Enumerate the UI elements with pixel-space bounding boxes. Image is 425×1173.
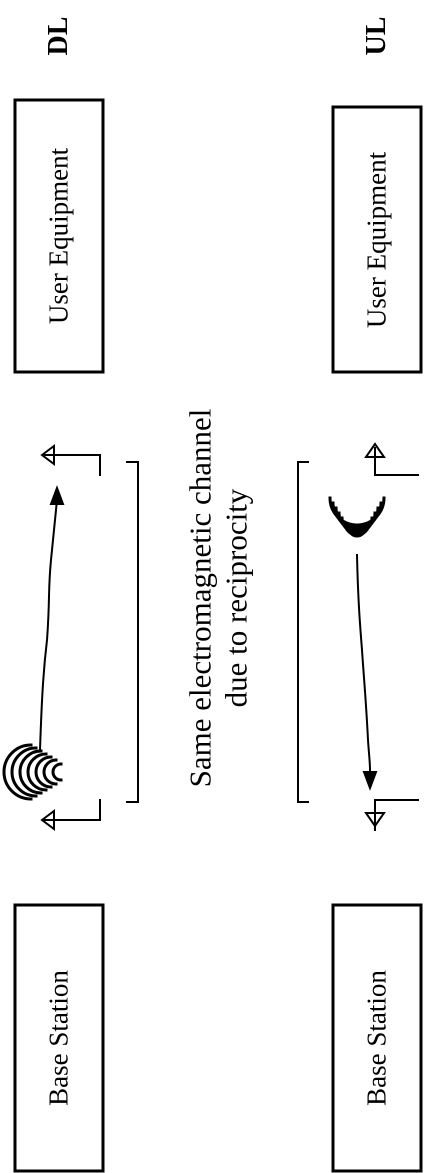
dl-channel-bracket [126,461,139,803]
ul-signal-path [355,553,372,772]
dl-signal-path [38,498,59,752]
ul-direction-label: UL [360,16,392,56]
ul-user-equipment-label: User Equipment [361,151,392,329]
dl-ue-antenna-icon [40,444,101,476]
ul-ue-antenna-icon [364,442,419,476]
ul-base-station-box [331,903,423,1173]
reciprocity-note-line2: due to reciprocity [218,488,253,708]
ul-base-station-label: Base Station [361,970,392,1106]
dl-user-equipment-label: User Equipment [43,147,74,325]
reciprocity-note: Same electromagnetic channel due to reci… [182,409,253,788]
dl-base-station-box [13,903,105,1173]
ul-bs-antenna-icon [364,799,419,831]
reciprocity-note-line1: Same electromagnetic channel [182,408,218,788]
dl-direction-label: DL [42,16,74,56]
dl-user-equipment-box [13,98,105,374]
dl-radiating-waves-icon [2,743,63,801]
ul-user-equipment-box [331,105,423,374]
dl-base-station-label: Base Station [43,970,74,1106]
dl-bs-antenna-icon [40,799,101,831]
ul-channel-bracket [297,461,309,803]
dl-arrowhead [49,485,65,505]
ul-radiating-waves-icon [328,496,386,538]
ul-arrowhead [362,771,378,791]
